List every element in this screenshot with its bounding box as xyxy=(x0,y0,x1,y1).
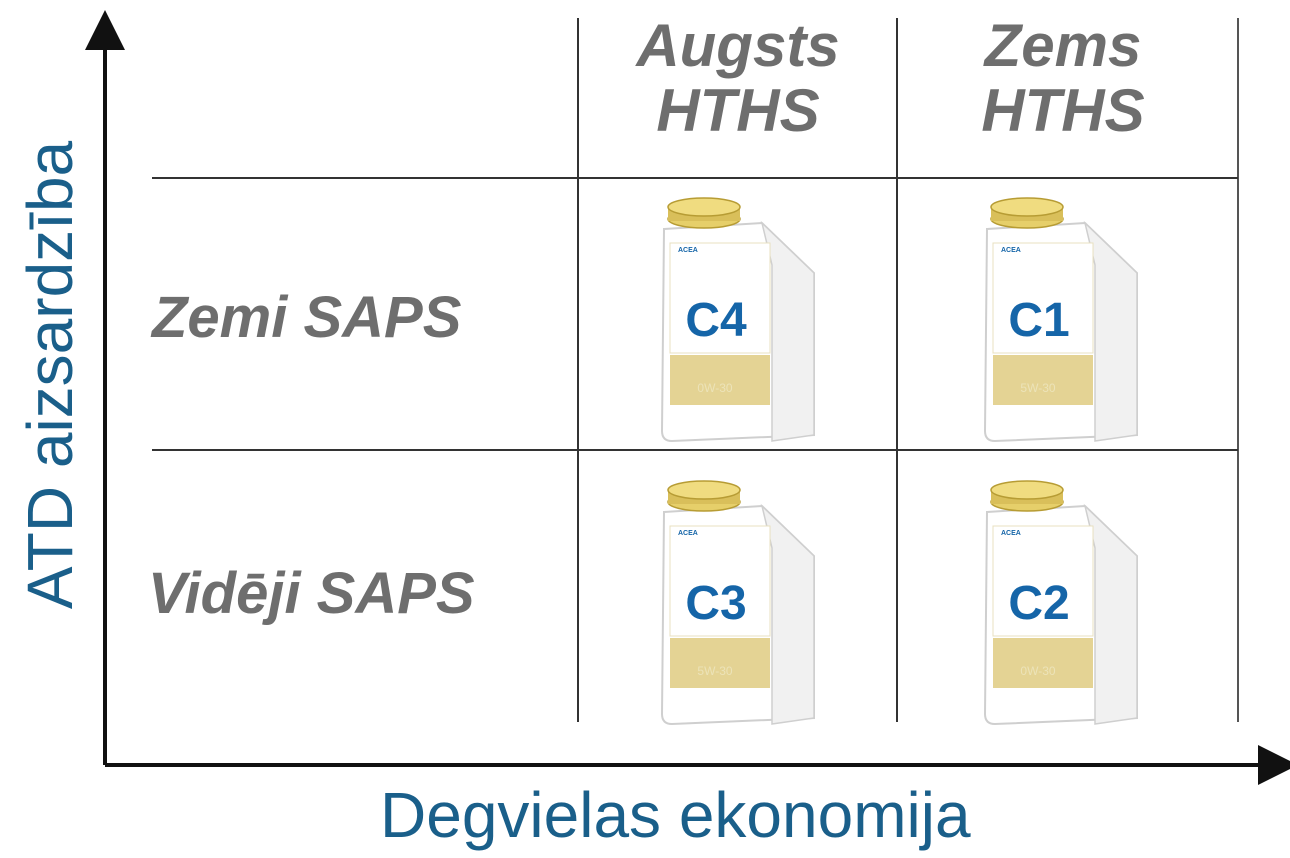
bottle-grade: 5W-30 xyxy=(1020,381,1056,395)
oil-bottle-c3: ACEA C3 5W-30 xyxy=(652,478,822,728)
row-header-low-saps: Zemi SAPS xyxy=(152,285,462,350)
bottle-grade: 5W-30 xyxy=(697,664,733,678)
bottle-code: C4 xyxy=(685,294,747,347)
oil-bottle-icon xyxy=(660,480,815,726)
bottle-grade: 0W-30 xyxy=(1020,664,1056,678)
column-header-line1: Augsts xyxy=(636,12,840,79)
column-header-low-hths: Zems HTHS xyxy=(908,12,1218,144)
bottle-code: C3 xyxy=(685,577,747,630)
column-header-line1: Zems xyxy=(984,12,1142,79)
column-header-high-hths: Augsts HTHS xyxy=(583,12,893,144)
bottle-code: C1 xyxy=(1008,294,1070,347)
y-axis-label: ATD aizsardzība xyxy=(14,140,86,610)
bottle-grade: 0W-30 xyxy=(697,381,733,395)
bottle-brand: ACEA xyxy=(678,530,698,537)
bottle-brand: ACEA xyxy=(678,247,698,254)
bottle-brand: ACEA xyxy=(1001,247,1021,254)
row-header-mid-saps: Vidēji SAPS xyxy=(148,561,475,626)
bottle-code: C2 xyxy=(1008,577,1070,630)
oil-bottle-icon xyxy=(660,197,815,443)
oil-bottle-c1: ACEA C1 5W-30 xyxy=(975,195,1145,445)
oil-bottle-c4: ACEA C4 0W-30 xyxy=(652,195,822,445)
bottle-brand: ACEA xyxy=(1001,530,1021,537)
column-header-line2: HTHS xyxy=(981,76,1145,144)
x-axis-label: Degvielas ekonomija xyxy=(380,779,971,851)
column-header-line2: HTHS xyxy=(656,76,820,144)
oil-bottle-icon xyxy=(983,480,1138,726)
oil-bottle-c2: ACEA C2 0W-30 xyxy=(975,478,1145,728)
oil-bottle-icon xyxy=(983,197,1138,443)
